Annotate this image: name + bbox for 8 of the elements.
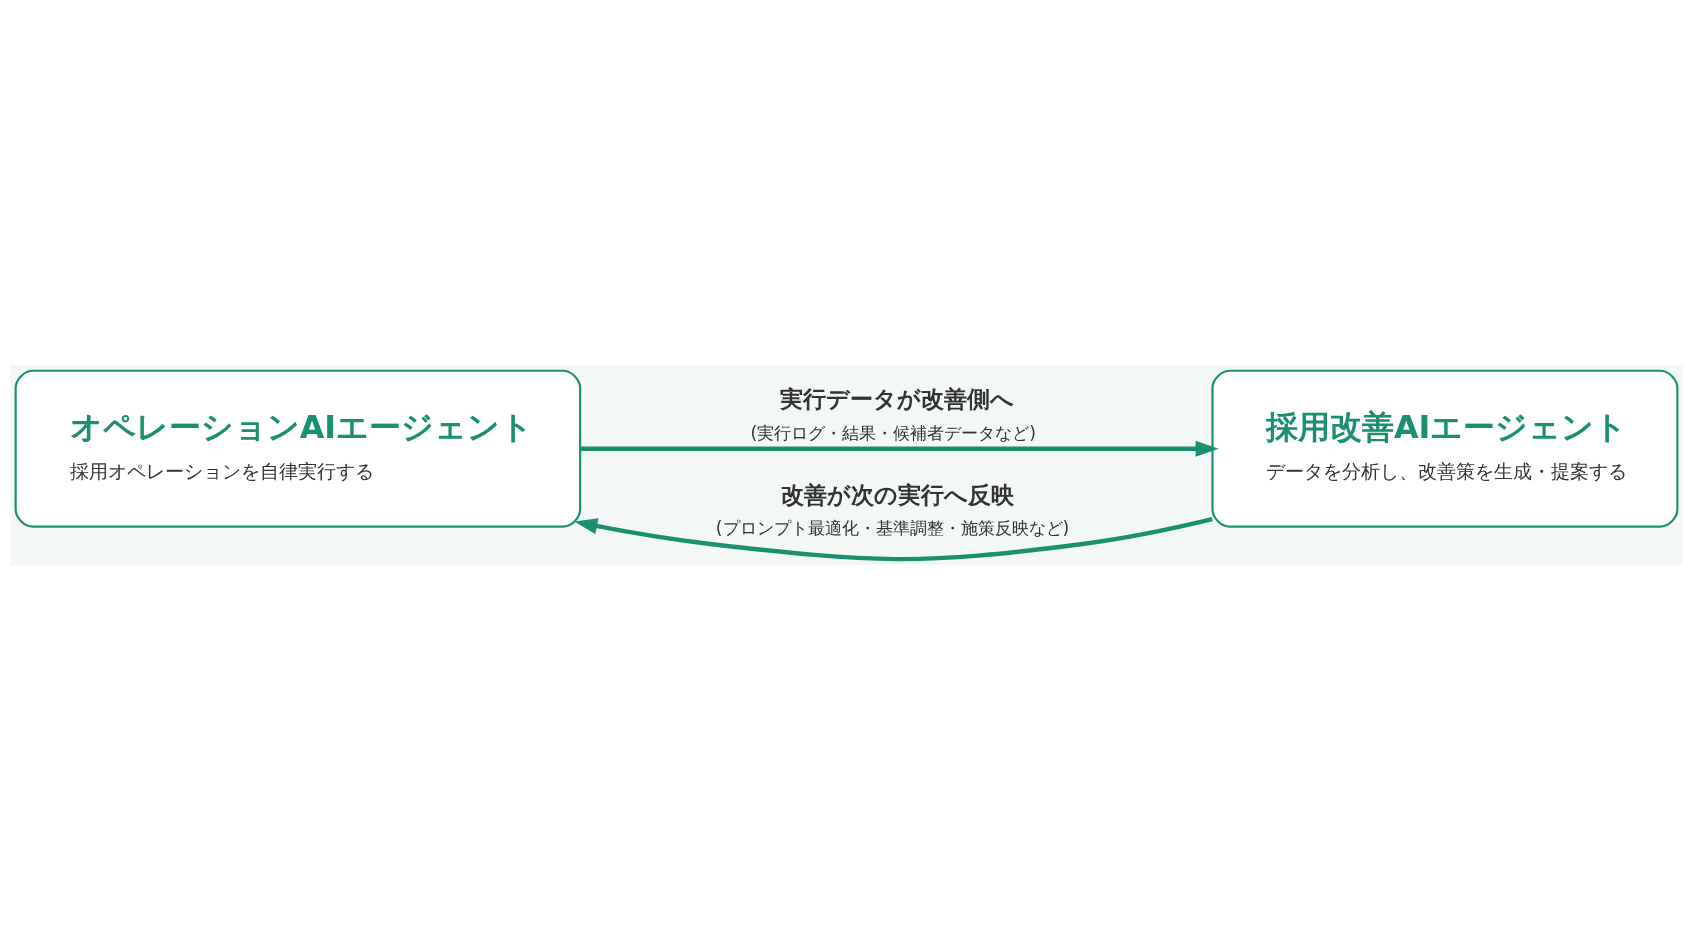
edge-label: 改善が次の実行へ反映 bbox=[780, 481, 1014, 508]
label: (プロンプト最適化・基準調整・施策反映など) bbox=[715, 517, 1070, 538]
node-box: 採用改善AIエージェント データを分析し、改善策を生成・提案する bbox=[1211, 369, 1679, 528]
arrow bbox=[574, 516, 1213, 561]
arrow bbox=[580, 440, 1219, 457]
edge-label: 実行データが改善側へ bbox=[780, 385, 1015, 412]
label: (実行ログ・結果・候補者データなど) bbox=[750, 422, 1037, 443]
node-box: オペレーションAIエージェント 採用オペレーションを自律実行する bbox=[14, 369, 582, 528]
